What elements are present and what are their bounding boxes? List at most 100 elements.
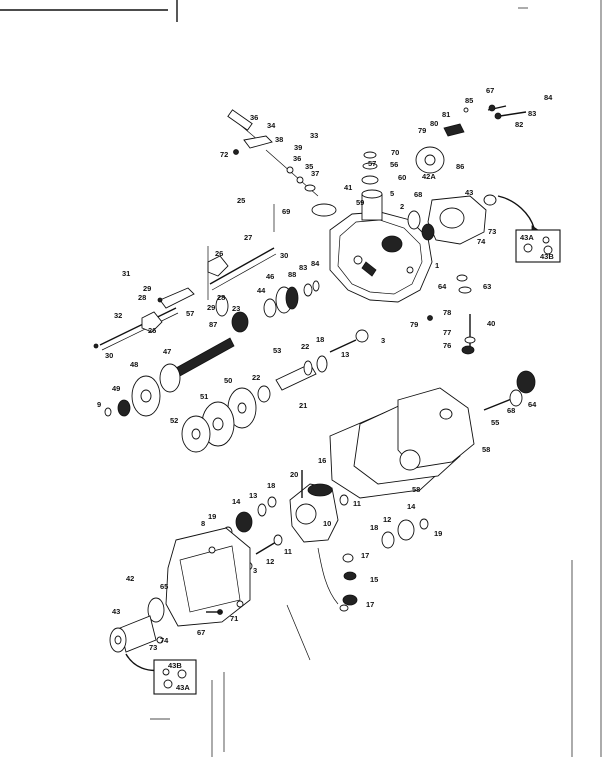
part-label-22b: 22	[252, 373, 260, 382]
part-label-79a: 79	[418, 126, 426, 135]
part-label-2: 2	[400, 202, 404, 211]
part-label-15: 15	[370, 575, 378, 584]
gear-cluster-upper	[104, 280, 369, 453]
shift-fork-shafts	[93, 204, 277, 351]
part-label-72a: 72	[220, 150, 228, 159]
part-label-70: 70	[391, 148, 399, 157]
part-label-21: 21	[299, 401, 307, 410]
part-label-36b: 36	[293, 154, 301, 163]
part-label-11a: 11	[353, 499, 361, 508]
part-label-33: 33	[310, 131, 318, 140]
right-shaft-parts	[427, 314, 536, 411]
part-label-67b: 67	[197, 628, 205, 637]
part-label-74a: 74	[477, 237, 486, 246]
part-label-80: 80	[430, 119, 438, 128]
part-label-1: 1	[435, 261, 439, 270]
part-label-83b: 83	[299, 263, 307, 272]
part-label-65: 65	[160, 582, 168, 591]
inset-bottom-label-43b: 43B	[168, 661, 182, 670]
part-label-25: 25	[237, 196, 245, 205]
part-label-13a: 13	[341, 350, 349, 359]
side-cover-plate	[407, 104, 527, 294]
part-label-68b: 68	[507, 406, 515, 415]
part-label-3a: 3	[381, 336, 385, 345]
inset-box-top	[497, 195, 561, 263]
part-label-88: 88	[288, 270, 296, 279]
part-label-26: 26	[215, 249, 223, 258]
part-label-81: 81	[442, 110, 450, 119]
part-label-57b: 57	[186, 309, 194, 318]
part-label-18a: 18	[316, 335, 324, 344]
part-label-18c: 18	[370, 523, 378, 532]
part-label-46: 46	[266, 272, 274, 281]
gasket-and-cover-plates	[329, 387, 475, 499]
part-label-53: 53	[273, 346, 281, 355]
part-label-76: 76	[443, 341, 451, 350]
part-label-14a: 14	[232, 497, 241, 506]
part-label-29b: 29	[207, 303, 215, 312]
part-label-50: 50	[224, 376, 232, 385]
part-label-18b: 18	[267, 481, 275, 490]
part-label-22a: 22	[301, 342, 309, 351]
part-label-9: 9	[97, 400, 101, 409]
part-label-87: 87	[209, 320, 217, 329]
part-label-35: 35	[305, 162, 313, 171]
part-label-16: 16	[318, 456, 326, 465]
part-label-84b: 84	[311, 259, 320, 268]
part-label-43b: 43	[112, 607, 120, 616]
shift-lever-assembly	[227, 109, 379, 217]
part-label-47: 47	[163, 347, 171, 356]
part-label-63: 63	[483, 282, 491, 291]
part-label-30b: 30	[105, 351, 113, 360]
part-label-13b: 13	[249, 491, 257, 500]
part-label-14b: 14	[407, 502, 416, 511]
inset-box-bottom	[125, 653, 197, 695]
part-label-29a: 29	[143, 284, 151, 293]
inset-top-label-43a: 43A	[520, 233, 534, 242]
part-label-19b: 19	[434, 529, 442, 538]
part-label-57a: 57	[368, 159, 376, 168]
part-label-28a: 28	[138, 293, 146, 302]
part-label-34: 34	[267, 121, 276, 130]
part-label-8: 8	[201, 519, 205, 528]
part-label-48: 48	[130, 360, 138, 369]
part-label-82: 82	[515, 120, 523, 129]
part-label-74b: 74	[160, 636, 169, 645]
part-label-44: 44	[257, 286, 266, 295]
part-label-23: 23	[232, 304, 240, 313]
inset-top-label-43b: 43B	[540, 252, 554, 261]
inset-bottom-label-43a: 43A	[176, 683, 190, 692]
part-label-52: 52	[170, 416, 178, 425]
part-label-79b: 79	[410, 320, 418, 329]
part-label-73b: 73	[149, 643, 157, 652]
part-label-17b: 17	[366, 600, 374, 609]
part-label-3b: 3	[253, 566, 257, 575]
part-label-39: 39	[294, 143, 302, 152]
part-label-20: 20	[290, 470, 298, 479]
part-label-71: 71	[230, 614, 238, 623]
part-label-83a: 83	[528, 109, 536, 118]
part-label-28b: 28	[217, 293, 225, 302]
part-label-19a: 19	[208, 512, 216, 521]
part-label-12a: 12	[383, 515, 391, 524]
part-label-37: 37	[311, 169, 319, 178]
part-label-40: 40	[487, 319, 495, 328]
part-label-64b: 64	[528, 400, 537, 409]
part-label-30a: 30	[280, 251, 288, 260]
part-label-86: 86	[456, 162, 464, 171]
part-label-43a: 43	[465, 188, 473, 197]
part-label-59: 59	[356, 198, 364, 207]
part-label-68a: 68	[414, 190, 422, 199]
part-label-12b: 12	[266, 557, 274, 566]
part-label-11b: 11	[284, 547, 292, 556]
part-label-85: 85	[465, 96, 473, 105]
part-label-78: 78	[443, 308, 451, 317]
part-label-36a: 36	[250, 113, 258, 122]
part-label-42A: 42A	[422, 172, 436, 181]
part-label-58b: 58	[412, 485, 420, 494]
upper-case-housing	[329, 189, 433, 303]
part-label-60: 60	[398, 173, 406, 182]
